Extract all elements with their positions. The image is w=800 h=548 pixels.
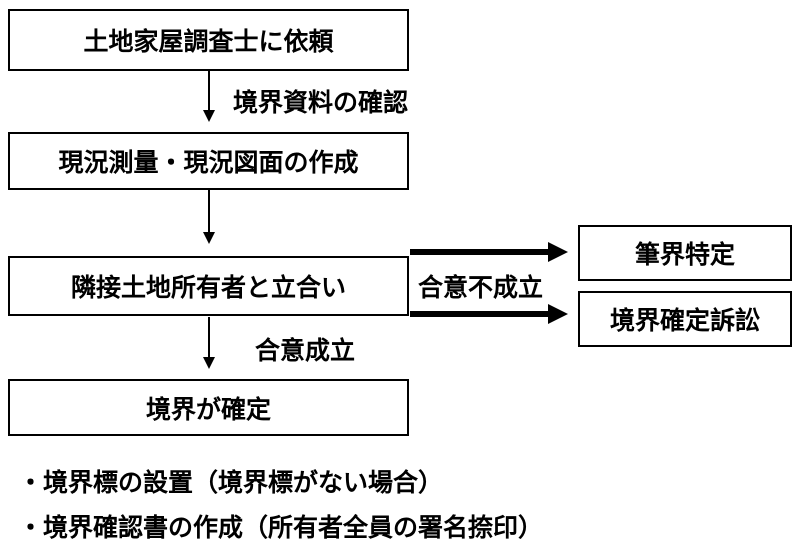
step-boundary-fixed: 境界が確定 [8, 379, 409, 436]
arrow-to-outcome-1 [410, 242, 568, 262]
step-neighbor-witness: 隣接土地所有者と立合い [8, 256, 409, 316]
step-survey-and-drawing: 現況測量・現況図面の作成 [8, 132, 409, 190]
outcome-boundary-lawsuit: 境界確定訴訟 [578, 291, 792, 347]
note-boundary-marker: ・境界標の設置（境界標がない場合） [18, 468, 444, 497]
arrow-step1-to-step2 [203, 70, 215, 122]
outcome-boundary-determination: 筆界特定 [578, 225, 792, 281]
arrow-to-outcome-2 [410, 304, 568, 324]
note-boundary-certificate: ・境界確認書の作成（所有者全員の署名捺印） [18, 513, 544, 542]
label-agreement: 合意成立 [255, 336, 356, 365]
label-confirm-boundary-docs: 境界資料の確認 [233, 88, 409, 117]
step-request-surveyor: 土地家屋調査士に依頼 [8, 9, 409, 71]
label-no-agreement: 合意不成立 [418, 273, 544, 302]
arrow-step3-to-step4 [203, 317, 215, 369]
arrow-step2-to-step3 [203, 190, 215, 244]
